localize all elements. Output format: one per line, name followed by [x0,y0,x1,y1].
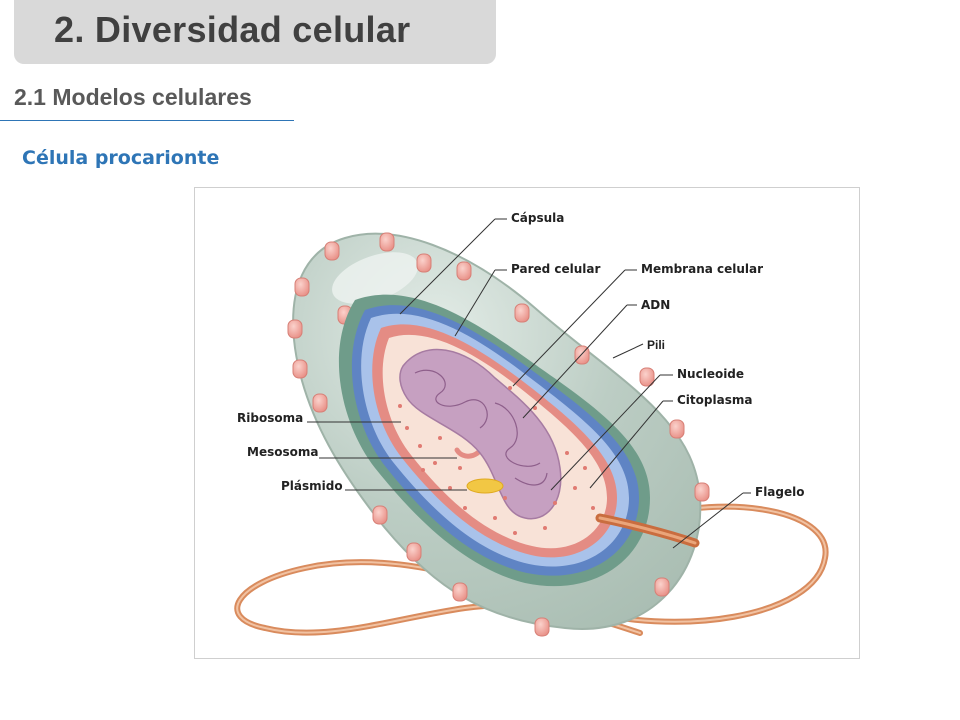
nucleoid [399,348,562,520]
label-citoplasma: Citoplasma [677,393,752,407]
prokaryotic-cell-diagram: Cápsula Pared celular Membrana celular A… [194,187,860,659]
label-capsula: Cápsula [511,211,564,225]
label-nucleoide: Nucleoide [677,367,744,381]
label-pili: Pili [647,338,665,352]
page-subtitle: 2.1 Modelos celulares [14,84,252,110]
cell-illustration: Cápsula Pared celular Membrana celular A… [234,211,829,637]
label-pared-celular: Pared celular [511,262,601,276]
label-plasmido: Plásmido [281,479,343,493]
label-membrana-celular: Membrana celular [641,262,763,276]
subtitle-divider [0,120,294,121]
ribosomes [398,386,595,535]
leader-lines [307,218,751,549]
section-title: Célula procarionte [22,147,220,169]
label-flagelo: Flagelo [755,485,805,499]
page-title: 2. Diversidad celular [54,9,411,50]
plasmid [466,478,504,494]
title-tab: 2. Diversidad celular [14,0,496,64]
label-adn: ADN [641,298,670,312]
label-ribosoma: Ribosoma [237,411,303,425]
label-mesosoma: Mesosoma [247,445,318,459]
